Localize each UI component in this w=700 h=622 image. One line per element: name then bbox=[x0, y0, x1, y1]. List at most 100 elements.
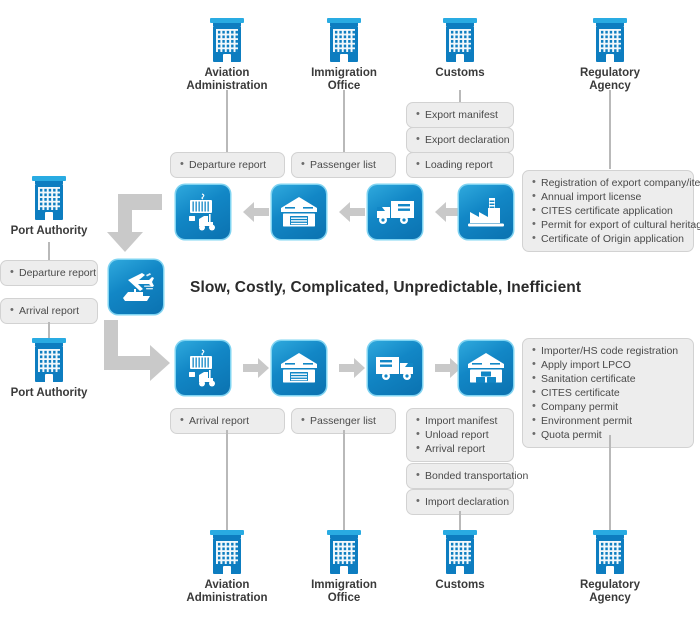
info-item: CITES certificate bbox=[532, 385, 684, 400]
building-icon bbox=[327, 530, 361, 574]
building-icon bbox=[210, 18, 244, 62]
tile-truck-import[interactable] bbox=[368, 341, 422, 395]
info-item: Importer/HS code registration bbox=[532, 343, 684, 358]
info-item: Export declaration bbox=[416, 132, 510, 147]
connector-line bbox=[609, 90, 611, 169]
info-item: Annual import license bbox=[532, 189, 684, 204]
info-item: Environment permit bbox=[532, 413, 684, 428]
agency-label: Port Authority bbox=[10, 387, 88, 399]
info-box-import-regulatory[interactable]: Importer/HS code registration Apply impo… bbox=[522, 338, 694, 448]
arrow-right-import-2 bbox=[339, 357, 365, 379]
agency-label: Aviation Administration bbox=[186, 579, 268, 604]
elbow-arrow-right-to-import-flow bbox=[100, 320, 178, 391]
agency-regulatory-agency-bottom[interactable]: Regulatory Agency bbox=[540, 530, 680, 605]
info-item: Arrival report bbox=[416, 441, 504, 456]
agency-customs-top[interactable]: Customs bbox=[390, 18, 530, 80]
tile-distribution-warehouse-import[interactable] bbox=[459, 341, 513, 395]
connector-line bbox=[343, 90, 345, 153]
agency-regulatory-agency-top[interactable]: Regulatory Agency bbox=[540, 18, 680, 93]
info-box-arrival-report[interactable]: Arrival report bbox=[170, 408, 285, 434]
connector-line bbox=[459, 511, 461, 530]
info-box-import-declaration[interactable]: Import declaration bbox=[406, 489, 514, 515]
info-item: Bonded transportation bbox=[416, 468, 528, 483]
connector-line bbox=[459, 90, 461, 103]
info-item: CITES certificate application bbox=[532, 203, 684, 218]
info-box-passenger-list-import[interactable]: Passenger list bbox=[291, 408, 396, 434]
info-box-export-manifest[interactable]: Export manifest bbox=[406, 102, 514, 128]
arrow-right-import-3 bbox=[435, 357, 461, 379]
truck-icon bbox=[377, 201, 414, 224]
building-icon bbox=[32, 338, 66, 382]
info-item: Import declaration bbox=[416, 494, 509, 509]
arrow-right-import-1 bbox=[243, 357, 269, 379]
agency-label: Aviation Administration bbox=[186, 67, 268, 92]
info-box-loading-report[interactable]: Loading report bbox=[406, 152, 514, 178]
warehouse-icon bbox=[281, 353, 317, 383]
info-box-passenger-list[interactable]: Passenger list bbox=[291, 152, 396, 178]
arrow-left-export-1 bbox=[243, 201, 269, 223]
info-item: Arrival report bbox=[10, 303, 88, 318]
arrow-left-export-2 bbox=[339, 201, 365, 223]
warehouse-icon bbox=[281, 197, 317, 227]
agency-port-authority-top[interactable]: Port Authority bbox=[0, 176, 119, 238]
factory-icon bbox=[468, 198, 504, 227]
agency-customs-bottom[interactable]: Customs bbox=[390, 530, 530, 592]
tile-truck-export[interactable] bbox=[368, 185, 422, 239]
forklift-container-icon bbox=[189, 193, 215, 231]
info-item: Loading report bbox=[416, 157, 504, 172]
arrow-left-export-3 bbox=[435, 201, 461, 223]
connector-line bbox=[343, 430, 345, 530]
info-box-bonded-transportation[interactable]: Bonded transportation bbox=[406, 463, 528, 489]
tile-warehouse-export[interactable] bbox=[272, 185, 326, 239]
building-icon bbox=[210, 530, 244, 574]
warehouse-boxes-icon bbox=[468, 353, 504, 383]
agency-immigration-office-top[interactable]: Immigration Office bbox=[274, 18, 414, 93]
tile-container-terminal-export[interactable] bbox=[176, 185, 230, 239]
tile-container-terminal-import[interactable] bbox=[176, 341, 230, 395]
info-box-port-arrival-report[interactable]: Arrival report bbox=[0, 298, 98, 324]
tile-air-sea-port-hub[interactable] bbox=[109, 260, 163, 314]
info-box-departure-report[interactable]: Departure report bbox=[170, 152, 285, 178]
building-icon bbox=[443, 530, 477, 574]
info-item: Registration of export company/item bbox=[532, 175, 700, 190]
agency-aviation-administration-bottom[interactable]: Aviation Administration bbox=[157, 530, 297, 605]
truck-icon bbox=[376, 357, 413, 380]
agency-label: Port Authority bbox=[10, 225, 88, 237]
info-box-export-regulatory[interactable]: Registration of export company/item Annu… bbox=[522, 170, 700, 252]
info-item: Arrival report bbox=[180, 413, 275, 428]
info-item: Sanitation certificate bbox=[532, 371, 684, 386]
agency-label: Customs bbox=[435, 579, 485, 591]
info-item: Departure report bbox=[180, 157, 275, 172]
info-item: Import manifest bbox=[416, 413, 504, 428]
building-icon bbox=[593, 18, 627, 62]
agency-port-authority-bottom[interactable]: Port Authority bbox=[0, 338, 119, 400]
info-item: Certificate of Origin application bbox=[532, 231, 684, 246]
info-box-import-manifest-group[interactable]: Import manifest Unload report Arrival re… bbox=[406, 408, 514, 462]
connector-line bbox=[48, 242, 50, 260]
info-item: Unload report bbox=[416, 427, 504, 442]
building-icon bbox=[443, 18, 477, 62]
agency-aviation-administration-top[interactable]: Aviation Administration bbox=[157, 18, 297, 93]
connector-line bbox=[609, 435, 611, 530]
connector-line bbox=[226, 90, 228, 153]
info-box-port-departure-report[interactable]: Departure report bbox=[0, 260, 98, 286]
info-box-export-declaration[interactable]: Export declaration bbox=[406, 127, 514, 153]
info-item: Quota permit bbox=[532, 427, 684, 442]
tagline-text: Slow, Costly, Complicated, Unpredictable… bbox=[190, 279, 582, 296]
agency-label: Customs bbox=[435, 67, 485, 79]
forklift-container-icon bbox=[189, 349, 215, 387]
tile-factory-export[interactable] bbox=[459, 185, 513, 239]
tile-warehouse-import[interactable] bbox=[272, 341, 326, 395]
agency-label: Regulatory Agency bbox=[579, 579, 641, 604]
info-item: Departure report bbox=[10, 265, 96, 280]
connector-line bbox=[226, 430, 228, 530]
building-icon bbox=[593, 530, 627, 574]
elbow-arrow-down-to-hub bbox=[100, 188, 172, 261]
agency-label: Immigration Office bbox=[311, 579, 377, 604]
agency-label: Regulatory Agency bbox=[579, 67, 641, 92]
agency-immigration-office-bottom[interactable]: Immigration Office bbox=[274, 530, 414, 605]
info-item: Permit for export of cultural heritage bbox=[532, 217, 700, 232]
building-icon bbox=[327, 18, 361, 62]
info-item: Passenger list bbox=[301, 157, 386, 172]
